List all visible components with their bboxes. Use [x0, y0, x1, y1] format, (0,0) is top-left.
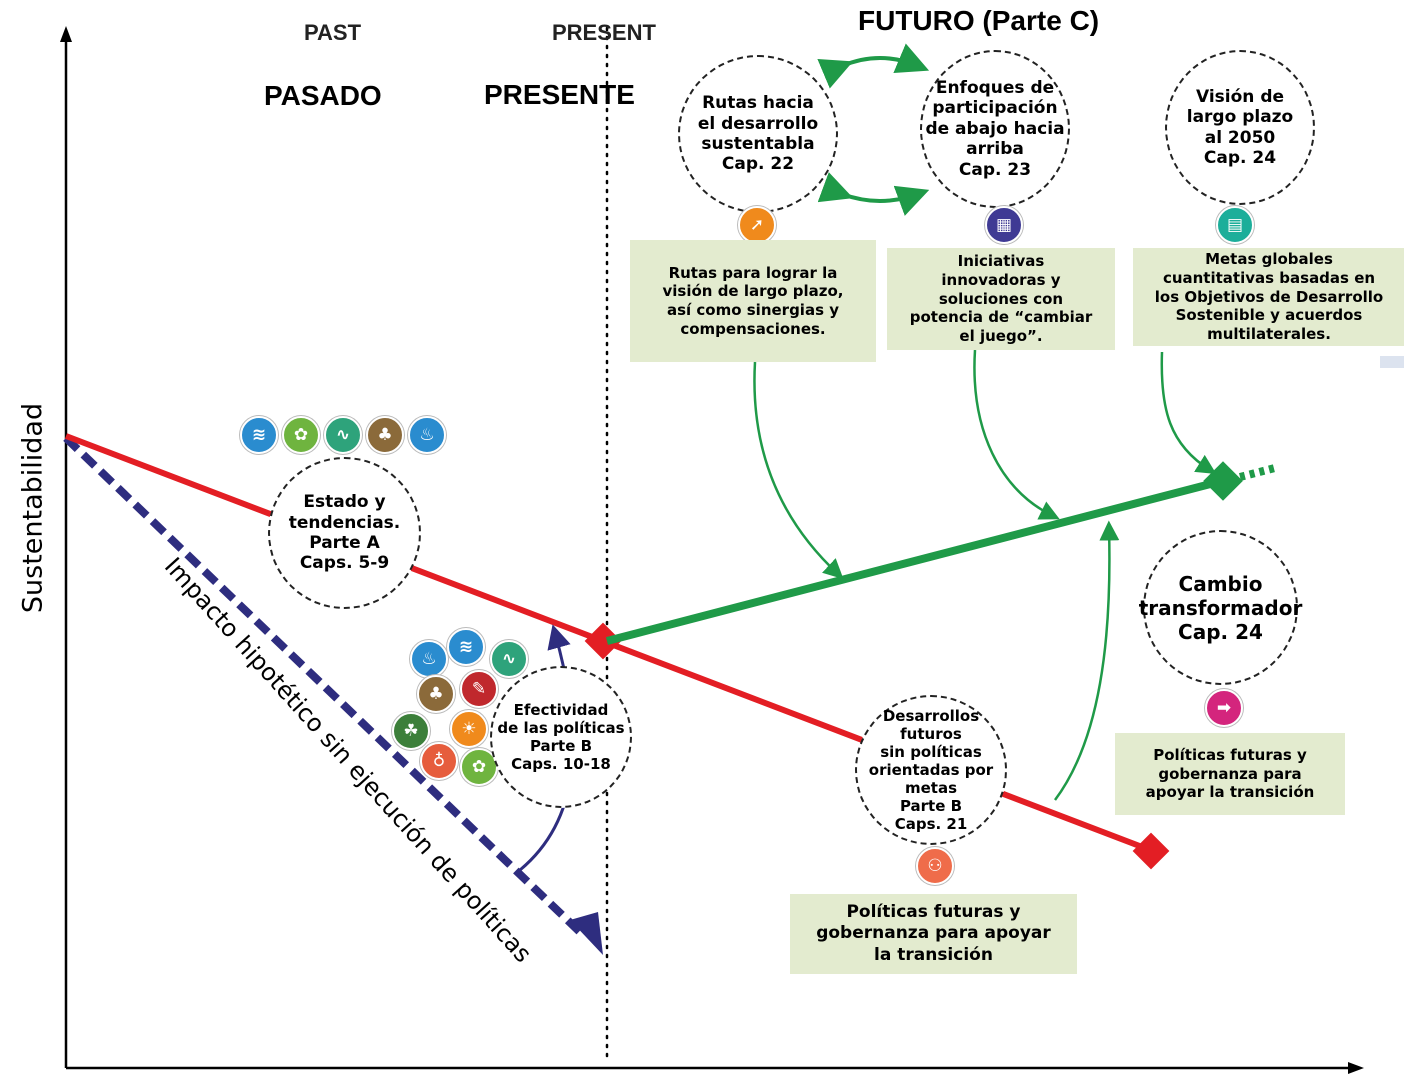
present-en-header: PRESENT: [552, 20, 656, 45]
circle-cambio: Cambio transformador Cap. 24: [1139, 530, 1302, 685]
box-politicas-bottom: Políticas futuras y gobernanza para apoy…: [790, 894, 1077, 974]
lightbulb-icon: ♁: [420, 742, 458, 780]
circle-efectividad: Efectividad de las políticas Parte B Cap…: [490, 666, 632, 808]
double-arrow-bottom: [817, 172, 930, 216]
present-marker: [584, 622, 622, 660]
future-header: FUTURO (Parte C): [858, 5, 1100, 36]
past-en-header: PAST: [304, 20, 362, 45]
hypothetical-impact-arrowhead: [570, 912, 603, 955]
oceans-icon: ∿: [324, 416, 362, 454]
box-rutas: Rutas para lograr la visión de largo pla…: [630, 240, 876, 362]
axes: [64, 35, 1355, 1070]
y-axis-arrowhead: [60, 26, 72, 42]
pencil-icon: ✎: [460, 670, 498, 708]
biodiversity-policy-icon: ✿: [460, 748, 498, 786]
circle-vision: Visión de largo plazo al 2050 Cap. 24: [1165, 50, 1315, 205]
vision-target-marker: [1203, 461, 1243, 501]
hand-plant-icon: ☘: [392, 712, 430, 750]
box-politicas-right: Políticas futuras y gobernanza para apoy…: [1115, 733, 1345, 815]
cambio-connector: [1053, 520, 1120, 801]
decorative-bar: [1380, 356, 1404, 368]
metas-connector: [1160, 351, 1217, 474]
transition-arrow-icon: ➡: [1205, 689, 1243, 727]
air-policy-icon: ≋: [447, 628, 485, 666]
circle-rutas: Rutas hacia el desarrollo sustentabla Ca…: [678, 55, 838, 213]
land-icon: ♣: [366, 416, 404, 454]
transformation-line: [605, 477, 1224, 645]
pathways-icon: ➚: [738, 206, 776, 244]
scenarios-icon: ⚇: [916, 847, 954, 885]
present-es-header: PRESENTE: [484, 79, 635, 110]
y-axis-label: Sustentabilidad: [17, 402, 49, 614]
x-axis-arrowhead: [1348, 1062, 1364, 1074]
box-metas: Metas globales cuantitativas basadas en …: [1133, 248, 1404, 346]
sun-icon: ☀: [450, 710, 488, 748]
circle-enfoques: Enfoques de participación de abajo hacia…: [920, 50, 1070, 208]
freshwater-icon: ♨: [408, 416, 446, 454]
double-arrow-top: [817, 43, 930, 89]
iniciativas-connector: [973, 349, 1060, 520]
transformation-line-extension: [1239, 464, 1276, 481]
rutas-connector: [753, 361, 844, 580]
target-calculator-icon: ▤: [1216, 206, 1254, 244]
air-wind-icon: ≋: [240, 416, 278, 454]
future-no-policy-marker: [1132, 832, 1170, 870]
circle-estado: Estado y tendencias. Parte A Caps. 5-9: [268, 457, 421, 609]
past-es-header: PASADO: [264, 80, 382, 111]
innovation-grid-icon: ▦: [985, 206, 1023, 244]
box-iniciativas: Iniciativas innovadoras y soluciones con…: [887, 248, 1115, 350]
circle-desarrollos: Desarrollos futuros sin políticas orient…: [855, 695, 1007, 845]
oceans-policy-icon: ∿: [490, 640, 528, 678]
freshwater-policy-icon: ♨: [410, 640, 448, 678]
biodiversity-leaf-icon: ✿: [282, 416, 320, 454]
land-policy-icon: ♣: [417, 675, 455, 713]
